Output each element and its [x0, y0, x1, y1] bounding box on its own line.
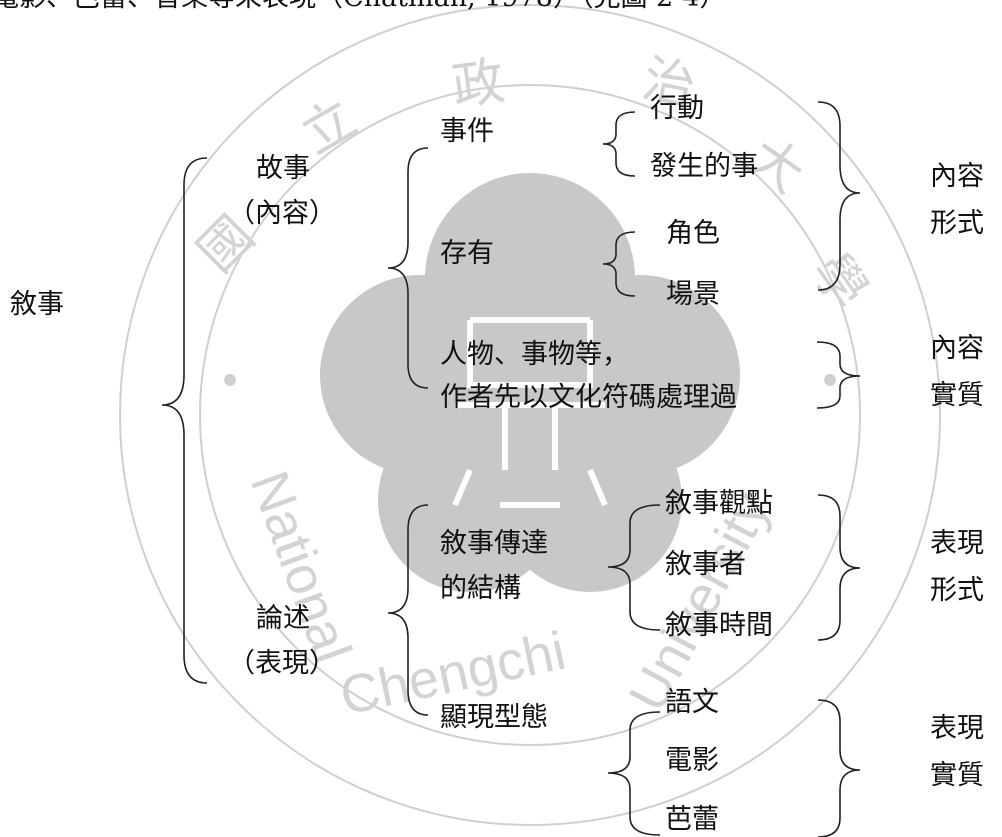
- item-verbal: 語文: [665, 687, 719, 718]
- item-action: 行動: [650, 93, 704, 124]
- label-expression-form-2: 形式: [930, 575, 984, 606]
- label-content-substance-1: 內容: [930, 333, 984, 364]
- brace-expression-substance: [817, 699, 861, 837]
- label-content-substance-2: 實質: [930, 380, 984, 411]
- watermark-outer-ring: [119, 4, 941, 826]
- node-discourse-label: 論述: [256, 603, 310, 634]
- note-line-2: 作者先以文化符碼處理過: [440, 382, 737, 413]
- header-text: 電影、芭蕾、音樂等來表現（Chatman, 1978）（見圖 2-4）: [0, 0, 727, 11]
- item-film: 電影: [665, 745, 719, 776]
- brace-root: [161, 157, 208, 684]
- watermark-dot-left: [224, 374, 236, 386]
- node-manifestation: 顯現型態: [440, 702, 548, 733]
- node-events: 事件: [440, 116, 494, 147]
- node-structure-line-2: 的結構: [440, 573, 521, 604]
- node-discourse-sub: （表現）: [228, 648, 336, 679]
- label-expression-substance-1: 表現: [930, 713, 984, 744]
- wm-char-4: 治: [638, 50, 701, 118]
- brace-events: [602, 111, 636, 177]
- note-line-1: 人物、事物等，: [440, 339, 629, 370]
- node-structure-line-1: 敘事傳達: [440, 528, 548, 559]
- wm-char-3: 政: [449, 52, 509, 117]
- item-narrative-time: 敘事時間: [665, 610, 773, 641]
- brace-story: [387, 147, 429, 389]
- node-narrative: 敘事: [10, 289, 64, 320]
- item-happening: 發生的事: [650, 151, 758, 182]
- brace-manifestation: [607, 711, 661, 836]
- item-setting: 場景: [666, 279, 720, 310]
- item-character: 角色: [666, 218, 720, 249]
- brace-content-substance: [816, 341, 861, 409]
- watermark-dot-right: [824, 374, 836, 386]
- label-expression-substance-2: 實質: [930, 760, 984, 791]
- label-content-form-2: 形式: [930, 208, 984, 239]
- item-narrator: 敘事者: [665, 549, 746, 580]
- brace-expression-form: [817, 494, 861, 641]
- node-story-sub: （內容）: [228, 198, 336, 229]
- item-point-of-view: 敘事觀點: [665, 488, 773, 519]
- node-story-label: 故事: [256, 153, 310, 184]
- watermark-logo-mark: [452, 317, 608, 508]
- brace-structure: [607, 504, 661, 631]
- item-ballet: 芭蕾: [665, 804, 719, 835]
- label-content-form-1: 內容: [930, 161, 984, 192]
- brace-existents: [602, 231, 636, 297]
- label-expression-form-1: 表現: [930, 528, 984, 559]
- brace-discourse: [387, 504, 429, 716]
- node-existents: 存有: [440, 238, 494, 269]
- brace-content-form: [817, 101, 861, 291]
- watermark-inner-ring: [199, 84, 861, 746]
